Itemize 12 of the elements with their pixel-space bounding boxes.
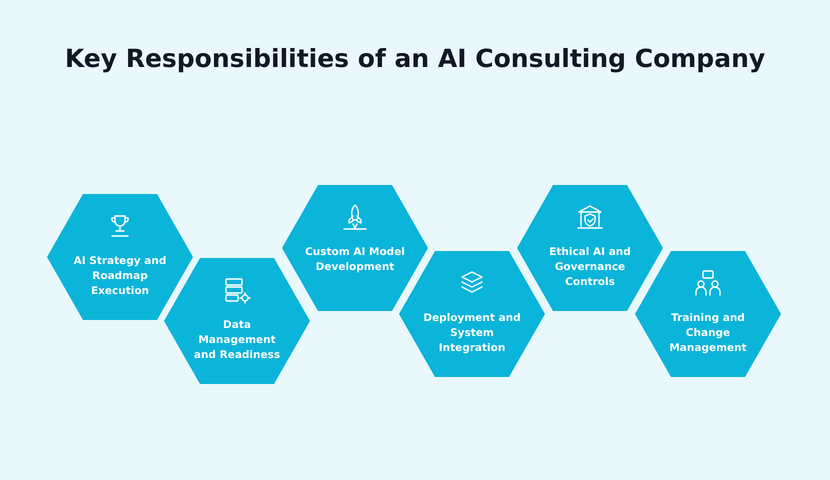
- hexagon-card: [282, 185, 428, 311]
- hexagon-card: [164, 258, 310, 384]
- hexagon-card: [635, 251, 781, 377]
- card-label: Ethical AI and Governance Controls: [548, 245, 632, 290]
- card-label: AI Strategy and Roadmap Execution: [72, 254, 168, 299]
- card-label: Deployment and System Integration: [422, 311, 522, 356]
- hexagon-card: [517, 185, 663, 311]
- card-label: Custom AI Model Development: [304, 245, 406, 275]
- card-label: Training and Change Management: [668, 311, 748, 356]
- title: Key Responsibilities of an AI Consulting Company: [64, 44, 766, 73]
- hexagon-card: [47, 194, 193, 320]
- card-label: Data Management and Readiness: [192, 318, 282, 363]
